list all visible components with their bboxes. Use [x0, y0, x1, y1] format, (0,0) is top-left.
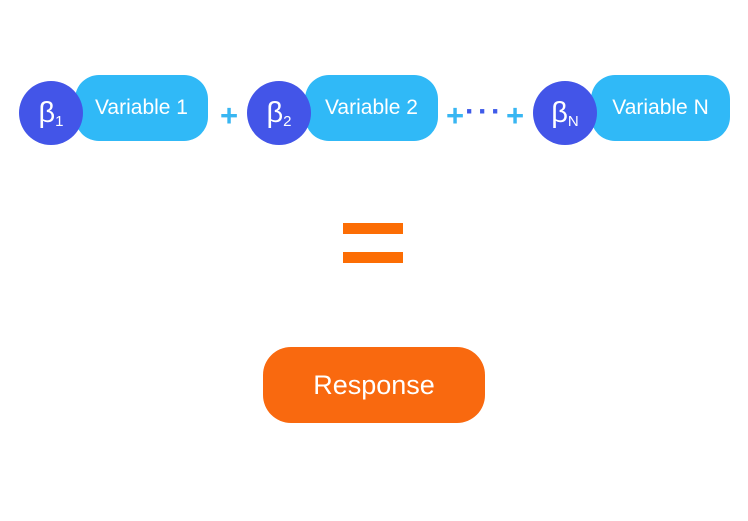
- equals-bar-bottom: [343, 252, 403, 263]
- plus-sign-1: +: [219, 97, 239, 133]
- beta-n-label: βN: [551, 96, 579, 130]
- equals-sign: [343, 223, 403, 263]
- coefficient-circle-n: βN: [533, 81, 597, 145]
- response-label: Response: [313, 369, 435, 400]
- plus-sign-3: +: [505, 97, 525, 133]
- beta-1-label: β1: [38, 96, 64, 130]
- coefficient-circle-1: β1: [19, 81, 83, 145]
- variable-label-1: Variable 1: [94, 96, 188, 119]
- variable-label-n: Variable N: [612, 96, 709, 119]
- variable-pill-2: Variable 2: [305, 75, 438, 141]
- equals-bar-top: [343, 223, 403, 234]
- beta-2-label: β2: [266, 96, 292, 130]
- variable-label-2: Variable 2: [324, 96, 418, 119]
- variable-pill-1: Variable 1: [75, 75, 208, 141]
- ellipsis-dots: ···: [465, 95, 504, 128]
- variable-pill-n: Variable N: [591, 75, 730, 141]
- plus-sign-2: +: [445, 97, 465, 133]
- response-pill: Response: [263, 347, 485, 423]
- coefficient-circle-2: β2: [247, 81, 311, 145]
